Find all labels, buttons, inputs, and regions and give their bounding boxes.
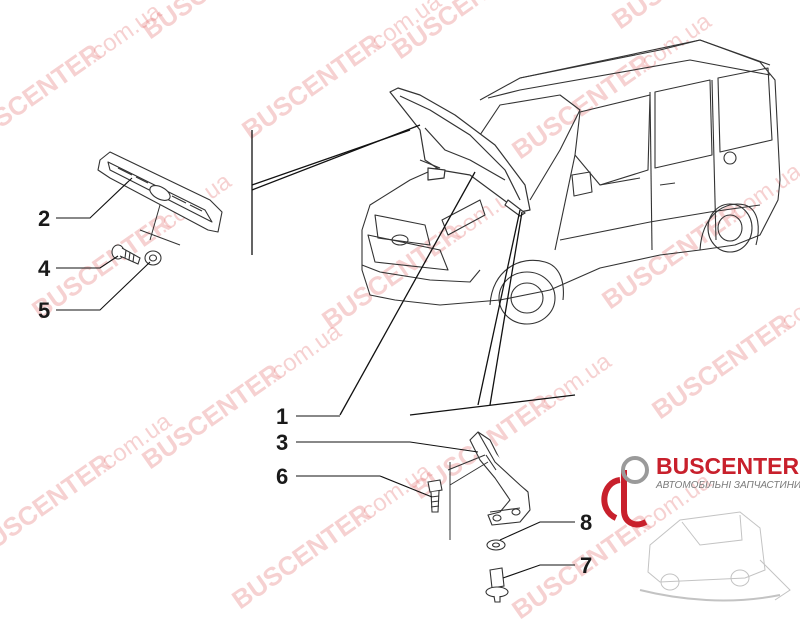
watermark-domain: .com.ua — [531, 347, 617, 418]
watermark-brand: BUSCENTER — [316, 217, 466, 335]
assembly-guide-lines — [139, 204, 181, 246]
watermark-brand: BUSCENTER — [226, 497, 376, 615]
callout-numbers: 2 4 5 1 3 6 8 7 — [38, 206, 592, 578]
logo-tagline: АВТОМОБІЛЬНІ ЗАПЧАСТИНИ — [655, 480, 800, 491]
watermark-brand: BUSCENTER — [646, 307, 796, 425]
van-illustration — [361, 39, 781, 325]
watermark-stamp: BUSCENTER.com.ua — [646, 267, 800, 425]
callout-4: 4 — [38, 256, 51, 281]
logo-van-picture — [639, 511, 791, 602]
watermark-stamp: BUSCENTER.com.ua — [596, 157, 800, 315]
part-washer — [486, 539, 506, 551]
watermark-stamp: BUSCENTER.com.ua — [136, 0, 286, 45]
watermark-stamp: BUSCENTER.com.ua — [0, 407, 177, 564]
logo-emblem-icon — [601, 456, 649, 528]
callout-2: 2 — [38, 206, 50, 231]
callout-1: 1 — [276, 404, 288, 429]
logo-brand-name: BUSCENTER — [656, 453, 800, 479]
watermark-stamp: BUSCENTER.com.ua — [136, 317, 347, 474]
watermark-brand: BUSCENTER — [596, 197, 746, 315]
hinge-guide-lines — [447, 454, 489, 540]
callout-5: 5 — [38, 298, 50, 323]
part-washer-clip — [144, 250, 162, 266]
part-bolt-small — [111, 244, 141, 265]
watermark-domain: .com.ua — [261, 317, 347, 388]
watermark-stamp: BUSCENTER.com.ua — [226, 457, 437, 615]
part-hinge-bolt — [427, 479, 443, 513]
watermark-stamp: BUSCENTER.com.ua — [0, 0, 167, 155]
part-flange-bolt — [485, 567, 509, 603]
bonnet-panel — [389, 87, 531, 217]
watermark-brand: BUSCENTER — [236, 27, 386, 145]
callout-3: 3 — [276, 430, 288, 455]
watermark-stamp: BUSCENTER.com.ua — [316, 177, 527, 335]
buscenter-logo: BUSCENTER АВТОМОБІЛЬНІ ЗАПЧАСТИНИ — [601, 453, 800, 602]
callout-6: 6 — [276, 464, 288, 489]
callout-leaders — [56, 177, 575, 579]
watermark-domain: .com.ua — [721, 157, 800, 228]
callout-8: 8 — [580, 510, 592, 535]
part-emblem-badge — [97, 151, 223, 233]
callout-7: 7 — [580, 553, 592, 578]
leader-lines — [251, 124, 576, 416]
